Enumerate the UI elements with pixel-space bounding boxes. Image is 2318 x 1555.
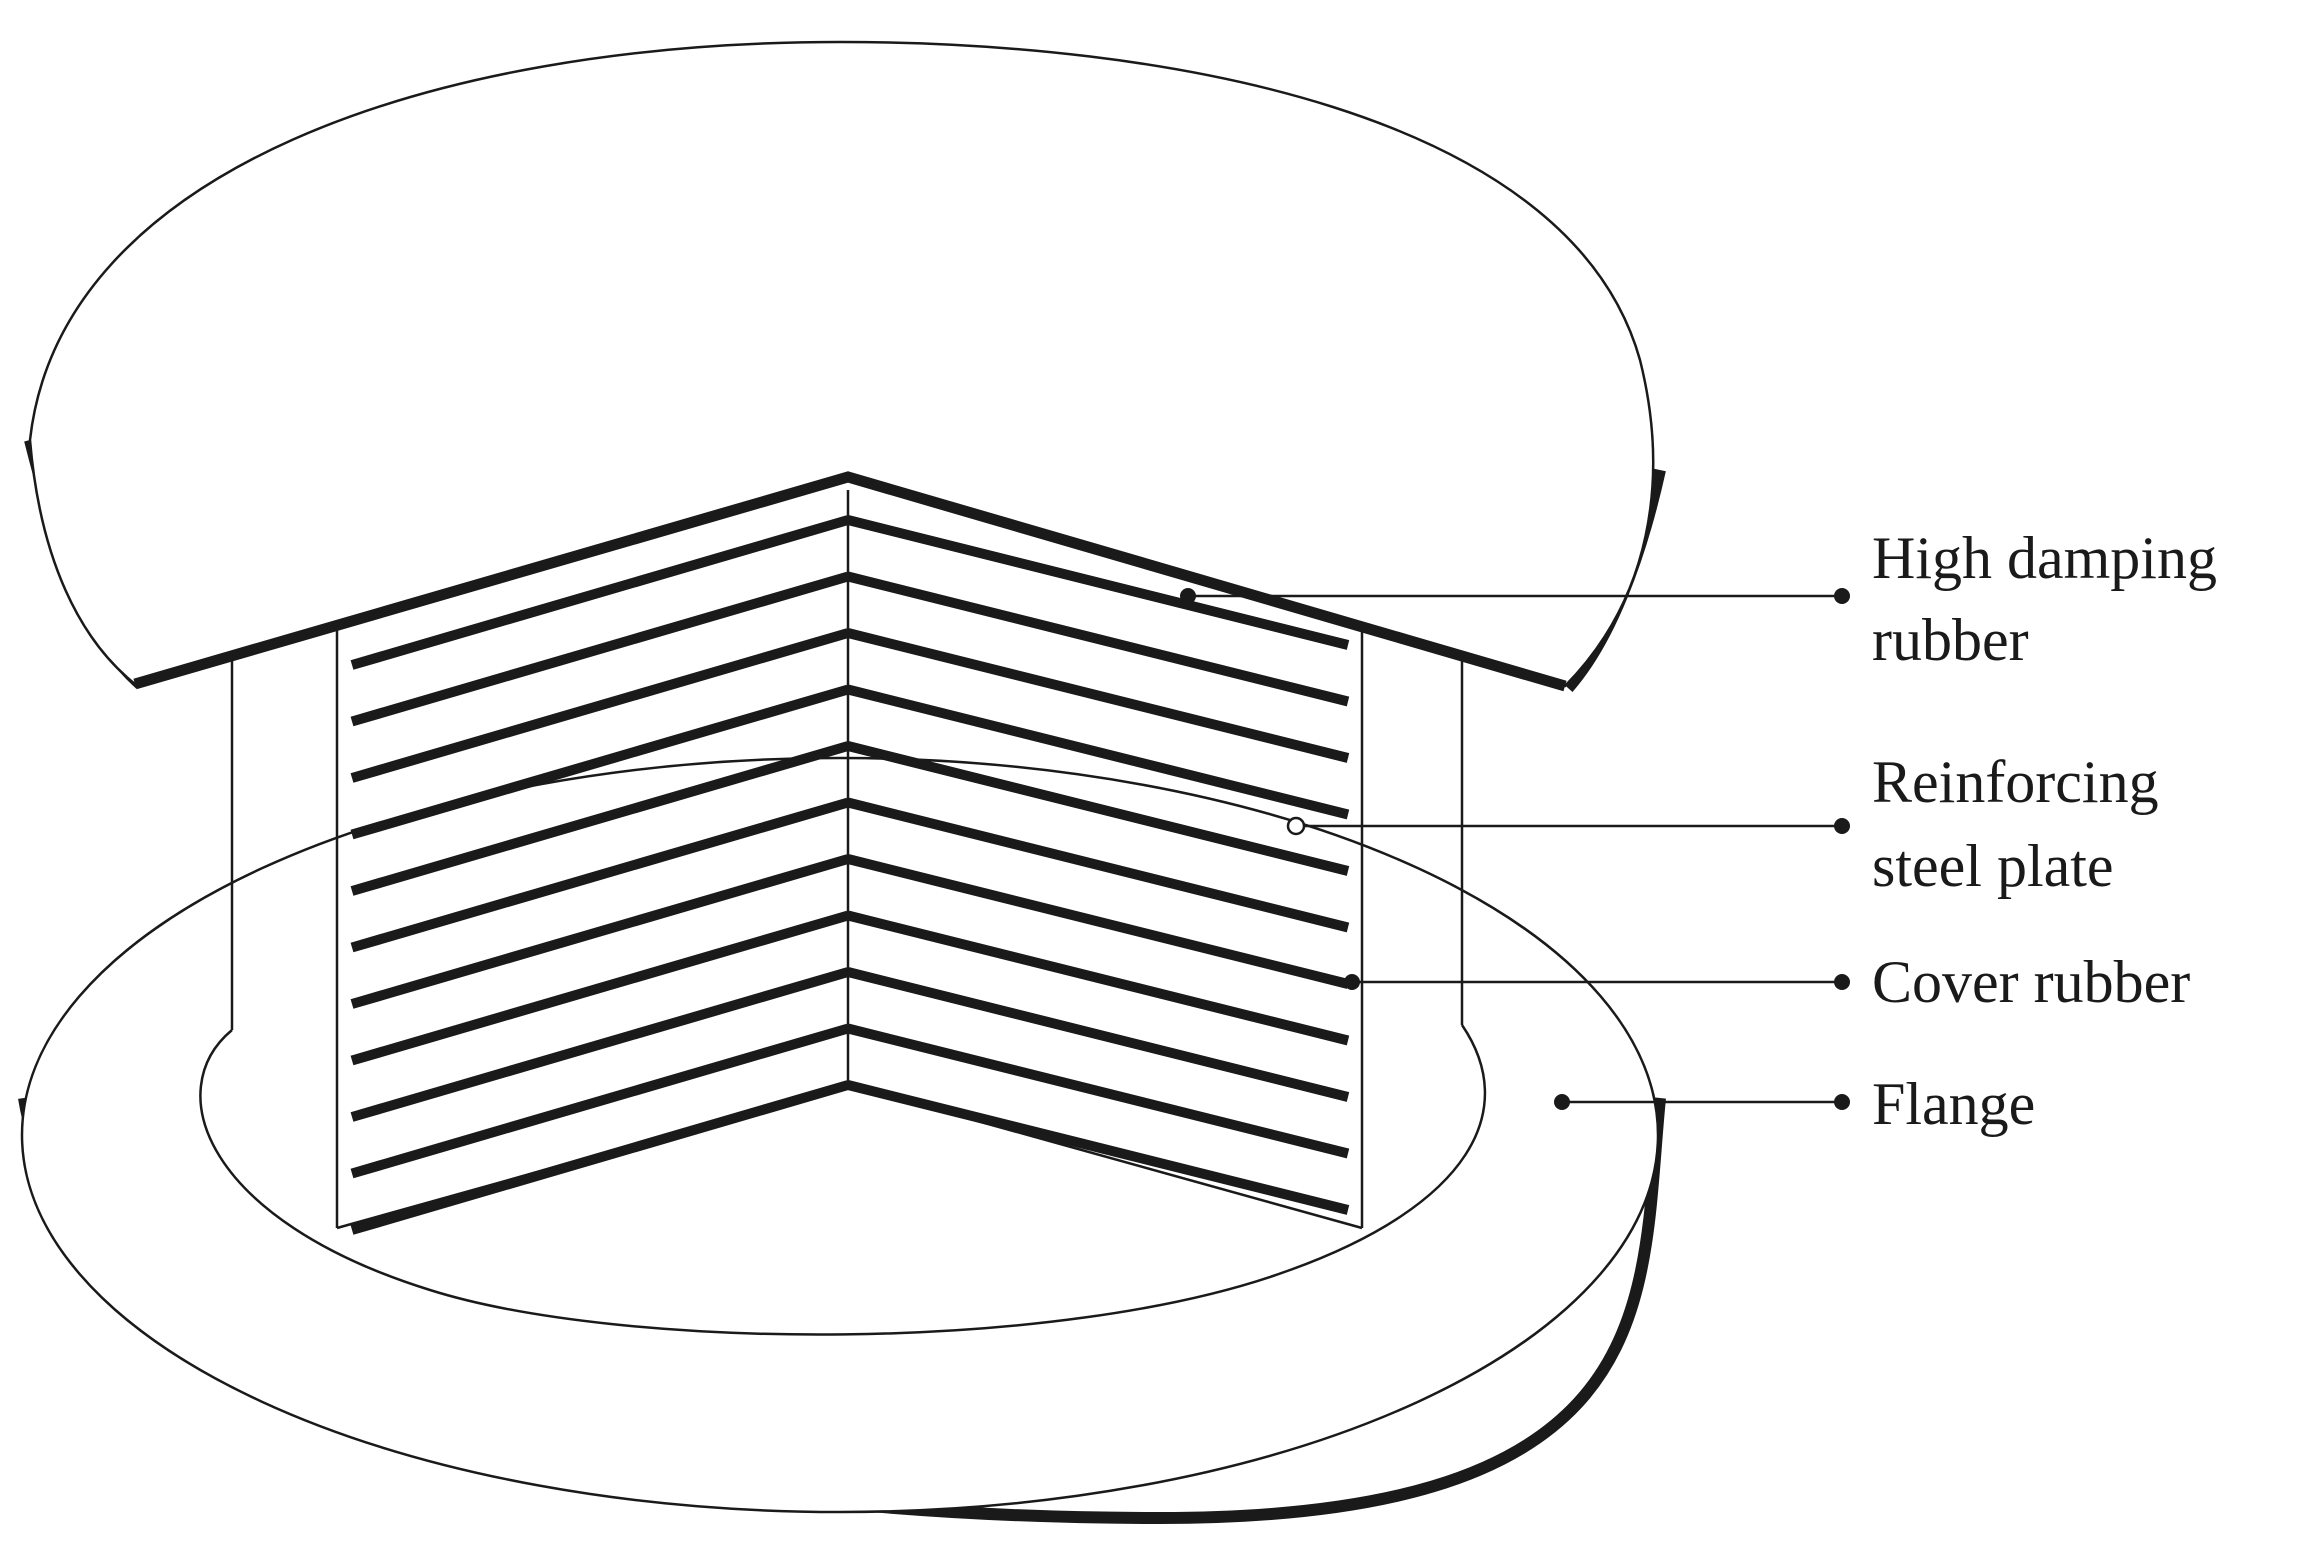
callout-dot-hollow (1286, 816, 1306, 836)
label-reinforcing-steel-plate-line1: Reinforcing (1872, 749, 2159, 815)
label-flange: Flange (1872, 1071, 2035, 1137)
steel-plate-right-4 (846, 684, 1350, 820)
steel-plate-left-4 (350, 684, 850, 840)
callout-dot (1834, 818, 1850, 834)
steel-plate-left-8 (350, 910, 850, 1066)
steel-plate-left-6 (350, 797, 850, 953)
bottom-flange-outer (20, 756, 1660, 1514)
callout-dot (1180, 588, 1196, 604)
steel-plate-right-8 (846, 910, 1350, 1046)
callout-dot (1834, 1094, 1850, 1110)
steel-plate-right-11 (846, 1080, 1350, 1215)
steel-plate-right-1 (846, 515, 1350, 650)
steel-plate-right-5 (846, 741, 1350, 876)
top-flange (24, 40, 1666, 692)
callout-flange: Flange (1554, 1071, 2035, 1137)
callout-dot (1834, 588, 1850, 604)
steel-plate-left-7 (350, 854, 850, 1009)
callout-high-damping-rubber: High damping rubber (1180, 525, 2217, 673)
bottom-flange (18, 756, 1666, 1525)
steel-plate-right-6 (846, 797, 1350, 933)
steel-plates-group (350, 515, 1350, 1235)
steel-plate-right-7 (846, 854, 1350, 989)
steel-plate-right-10 (846, 1023, 1350, 1159)
callout-reinforcing-steel-plate: Reinforcing steel plate (1286, 749, 2159, 899)
steel-plate-right-3 (846, 628, 1350, 763)
steel-plate-left-5 (350, 741, 850, 896)
steel-plate-left-10 (350, 1023, 850, 1179)
bottom-flange-inner-edge (199, 1024, 1487, 1336)
label-high-damping-rubber-line2: rubber (1872, 607, 2029, 673)
callout-dot (1554, 1094, 1570, 1110)
label-cover-rubber: Cover rubber (1872, 949, 2190, 1015)
steel-plate-right-9 (846, 967, 1350, 1102)
cover-rubber-walls (230, 490, 1464, 1230)
top-flange-cut-edge (133, 471, 1567, 692)
steel-plate-left-3 (350, 628, 850, 783)
callout-dot (1834, 974, 1850, 990)
steel-plate-left-11 (350, 1080, 850, 1235)
label-high-damping-rubber-line1: High damping (1872, 525, 2217, 591)
steel-plate-left-9 (350, 967, 850, 1122)
top-flange-body (28, 40, 1655, 688)
label-reinforcing-steel-plate-line2: steel plate (1872, 833, 2114, 899)
steel-plate-left-2 (350, 571, 850, 727)
callout-dot (1344, 974, 1360, 990)
steel-plate-left-1 (350, 515, 850, 670)
callout-cover-rubber: Cover rubber (1344, 949, 2190, 1015)
steel-plate-right-2 (846, 571, 1350, 707)
